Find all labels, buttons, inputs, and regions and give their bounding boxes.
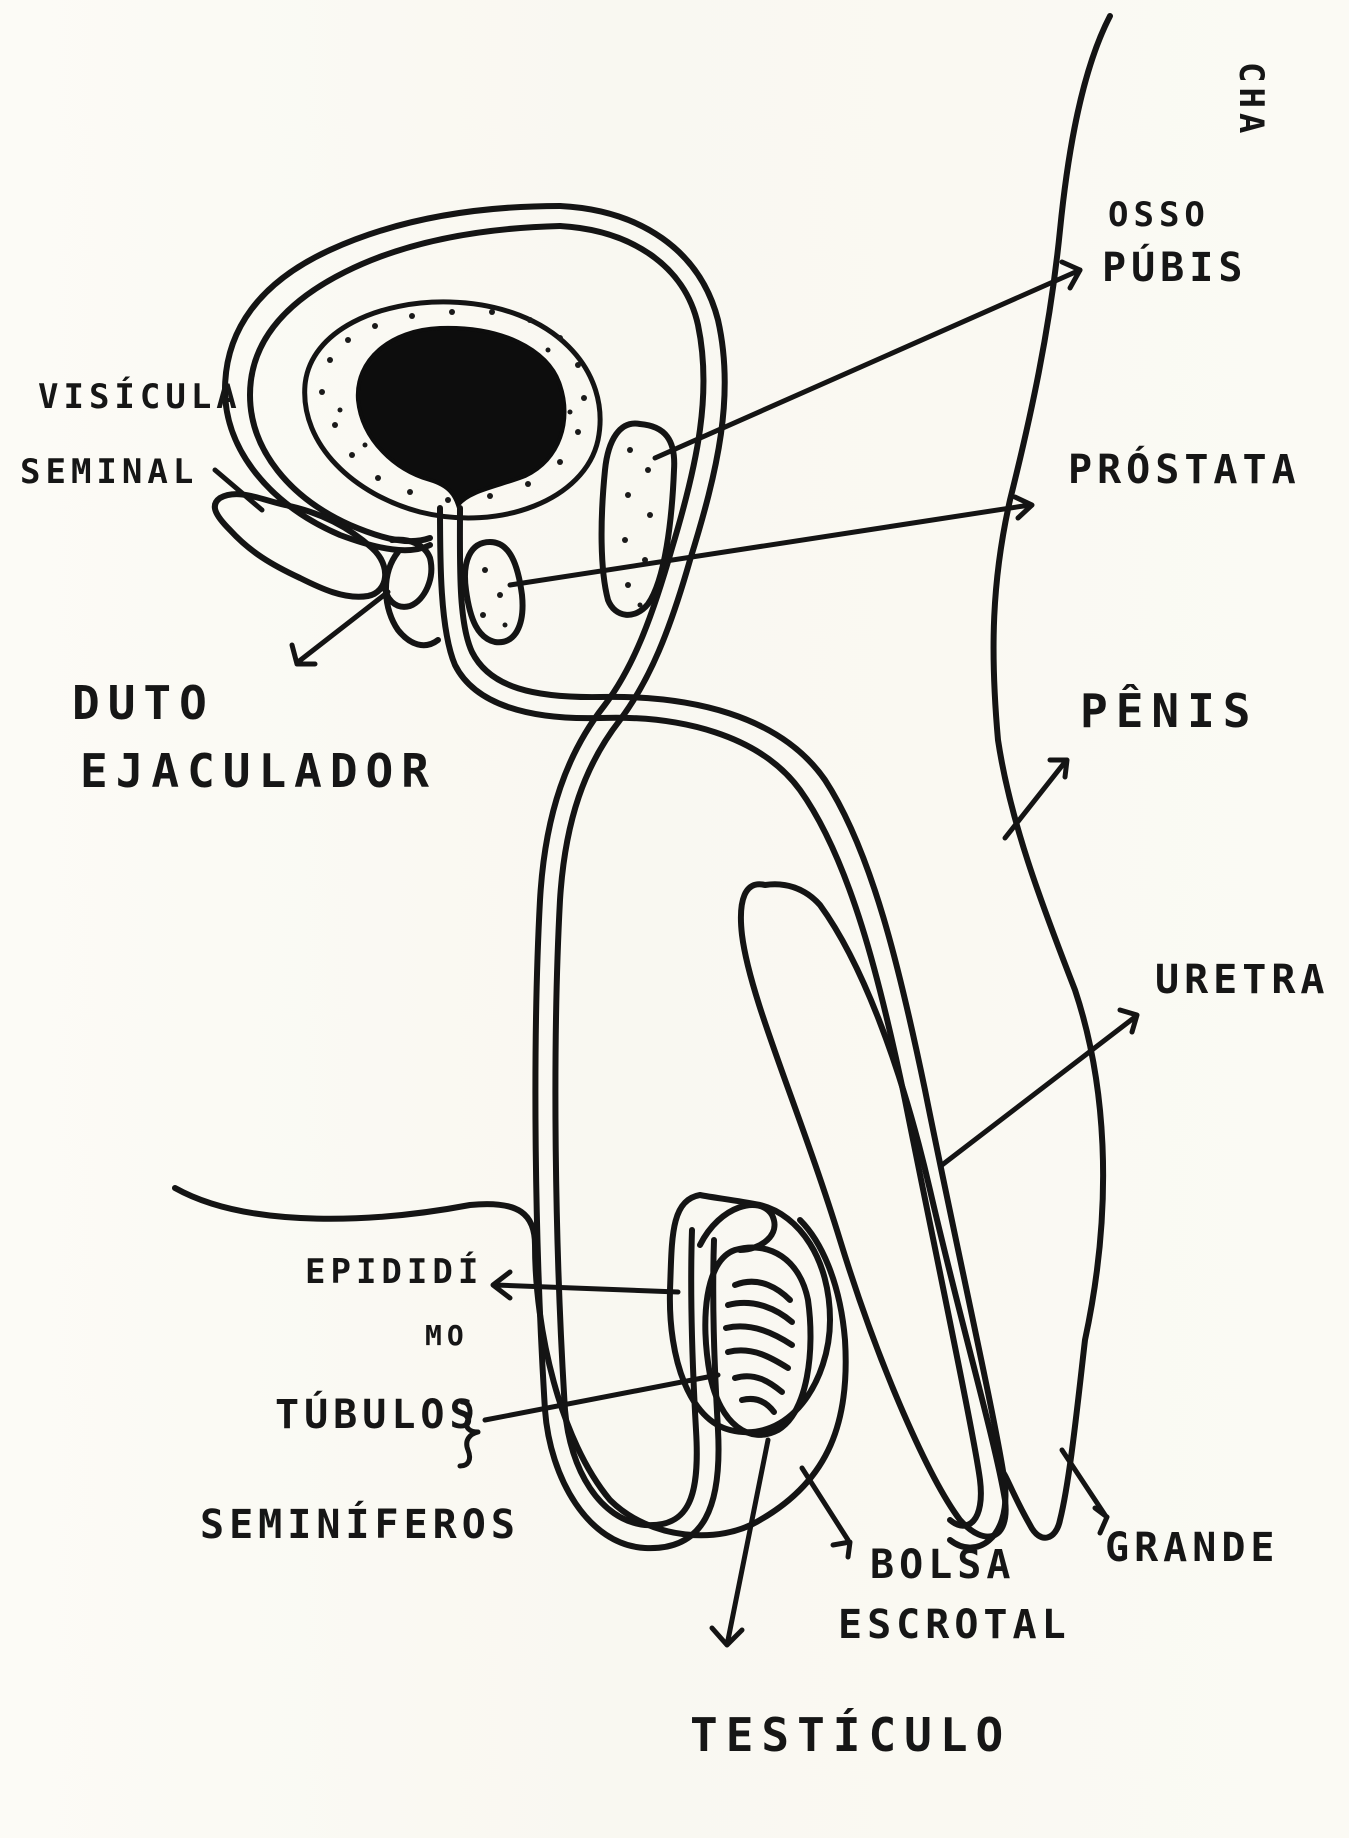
label-epididimo-2: MO (425, 1322, 469, 1350)
label-prostata: PRÓSTATA (1068, 450, 1301, 490)
scrotum-pointer (802, 1468, 848, 1540)
label-seminal: SEMINAL (20, 455, 198, 489)
label-grande: GRANDE (1105, 1528, 1280, 1568)
label-osso: OSSO (1108, 198, 1210, 232)
label-epididimo-1: EPIDIDÍ (305, 1255, 483, 1289)
testis-outline (705, 1247, 810, 1434)
epididymis-pointer (495, 1285, 678, 1292)
pubis-pointer (655, 270, 1080, 458)
label-escrotal: ESCROTAL (838, 1605, 1071, 1645)
seminal-vesicle (215, 494, 385, 597)
scrotum-outline (175, 1188, 846, 1535)
vas-deferens-outer (555, 206, 724, 1525)
prostate-pointer (510, 505, 1030, 585)
label-ejaculador: EJACULADOR (80, 748, 437, 794)
label-visicula: VISÍCULA (38, 380, 242, 414)
label-bolsa: BOLSA (870, 1545, 1015, 1585)
testis-pointer (728, 1440, 768, 1640)
label-tubulos: TÚBULOS (275, 1395, 479, 1435)
label-corner: CHA (1234, 62, 1268, 138)
prostate-lobe-left (465, 542, 523, 642)
scrotum-arrowhead (833, 1542, 850, 1557)
label-testiculo: TESTÍCULO (690, 1712, 1011, 1758)
label-seminiferos: SEMINÍFEROS (200, 1505, 520, 1545)
urethra-pointer (942, 1017, 1135, 1165)
label-pubis: PÚBIS (1102, 248, 1247, 288)
label-penis: PÊNIS (1080, 688, 1258, 734)
bladder-lumen (358, 328, 565, 505)
label-uretra: URETRA (1155, 960, 1330, 1000)
tubules-pointer (485, 1375, 718, 1420)
penis-pointer (1005, 762, 1065, 838)
label-duto: DUTO (72, 680, 215, 726)
seminiferous-tubules (726, 1282, 792, 1412)
duct-pointer (298, 592, 388, 662)
